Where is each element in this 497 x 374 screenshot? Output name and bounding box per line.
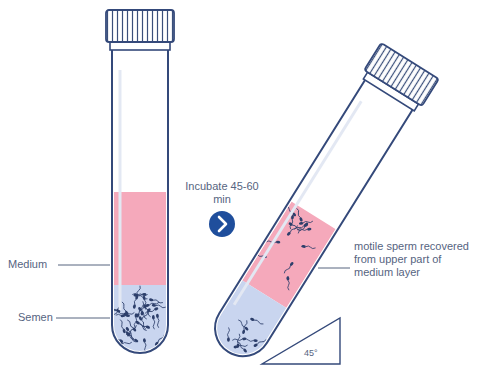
callout-note: motile sperm recovered from upper part o…	[354, 240, 472, 279]
next-arrow-circle	[209, 211, 235, 237]
leader-line	[58, 265, 110, 266]
upright-tube	[106, 10, 174, 365]
layer-label: Medium	[8, 258, 58, 271]
angle-triangle	[262, 318, 340, 364]
step-label: Incubate 45-60 min	[180, 180, 264, 206]
angle-label: 45°	[304, 347, 334, 360]
leader-line	[318, 268, 350, 269]
leader-line	[56, 318, 110, 319]
tilted-tube	[193, 43, 439, 374]
layer-label: Semen	[18, 311, 58, 324]
